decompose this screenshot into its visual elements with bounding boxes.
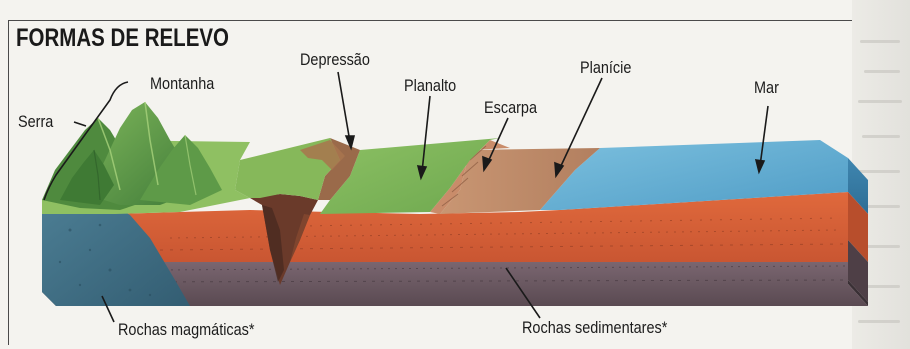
label-mar: Mar (754, 78, 779, 98)
block-side-face (848, 158, 868, 306)
label-rochas-magmaticas: Rochas magmáticas* (118, 320, 255, 340)
label-escarpa: Escarpa (484, 98, 537, 118)
diagram-title: FORMAS DE RELEVO (16, 24, 229, 53)
label-planalto: Planalto (404, 76, 456, 96)
label-serra: Serra (18, 112, 53, 132)
label-rochas-sedimentares: Rochas sedimentares* (522, 318, 667, 338)
label-montanha: Montanha (150, 74, 214, 94)
label-planicie: Planície (580, 58, 631, 78)
label-depressao: Depressão (300, 50, 370, 70)
